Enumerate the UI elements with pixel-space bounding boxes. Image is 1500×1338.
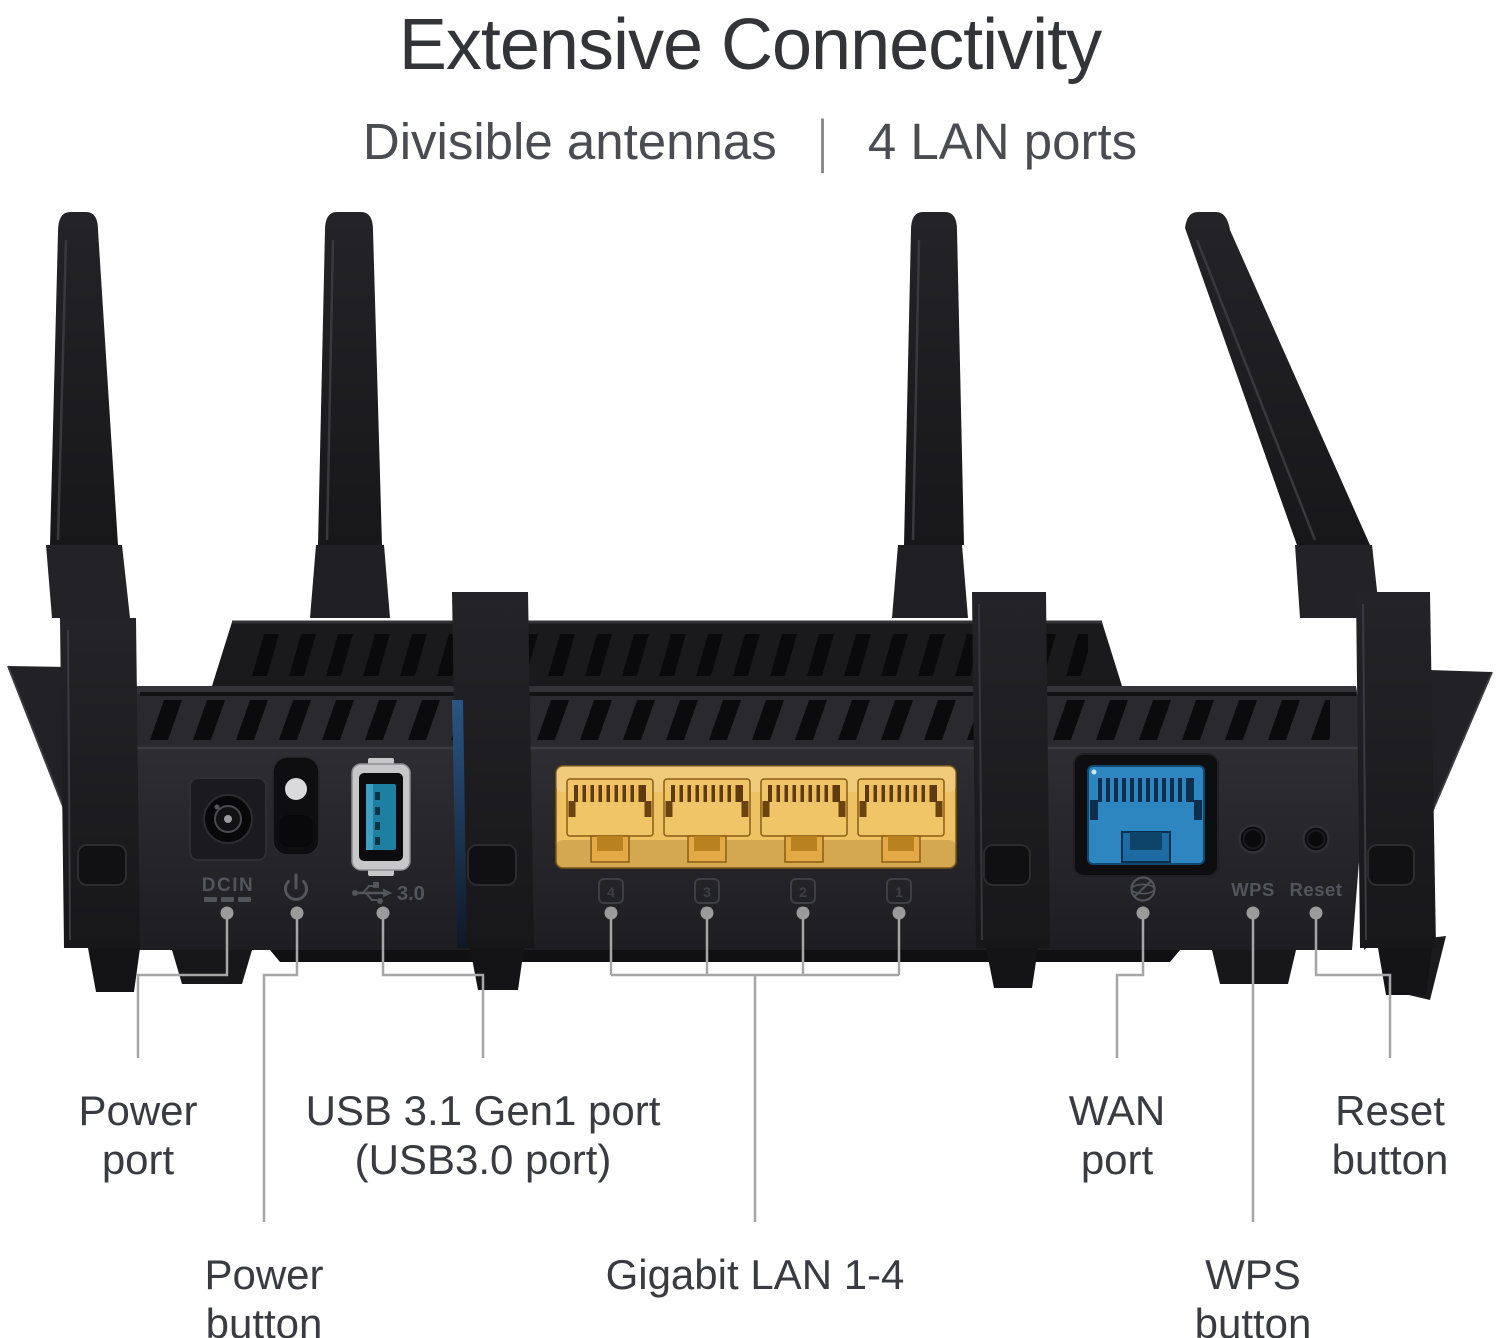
subtitle: Divisible antennas | 4 LAN ports <box>0 108 1500 175</box>
subtitle-right: 4 LAN ports <box>867 113 1138 170</box>
antenna-4 <box>1185 212 1380 618</box>
lan-port-1 <box>857 778 945 863</box>
usb-icon <box>352 882 392 904</box>
lan-port-3 <box>663 778 751 863</box>
vent-row-2 <box>150 700 1330 740</box>
lan-number-3: 3 <box>703 884 711 900</box>
lan-number-4: 4 <box>607 884 615 900</box>
globe-icon <box>1130 876 1156 902</box>
left-foot <box>172 950 252 984</box>
lan-port-4 <box>566 778 654 863</box>
label-reset-button: Reset button <box>1331 1087 1449 1183</box>
callout-usb <box>376 906 485 1058</box>
callout-wps <box>1246 906 1260 1222</box>
antenna-3 <box>892 212 968 618</box>
power-button <box>272 756 320 901</box>
reset-marking: Reset <box>1290 879 1343 900</box>
antenna-2-base <box>452 592 534 990</box>
label-usb-port: USB 3.1 Gen1 port (USB3.0 port) <box>305 1087 661 1183</box>
reset-button: Reset <box>1290 825 1343 900</box>
page-title: Extensive Connectivity <box>398 5 1102 85</box>
lan-ports: 4 3 2 1 <box>555 765 957 910</box>
callout-wan <box>1115 906 1150 1058</box>
dcin-dashes <box>204 897 251 902</box>
label-gigabit-lan: Gigabit LAN 1-4 <box>605 1251 905 1298</box>
wps-marking: WPS <box>1231 879 1275 900</box>
label-wan-port: WAN port <box>1068 1087 1166 1183</box>
usb30-marking: 3.0 <box>397 883 425 905</box>
lan-panel <box>555 765 957 869</box>
dc-power-port: DCIN <box>189 777 267 902</box>
lan-number-2: 2 <box>799 884 807 900</box>
wps-button: WPS <box>1231 824 1275 900</box>
callout-lines <box>136 906 1392 1222</box>
callout-reset <box>1309 906 1392 1058</box>
antenna-3-base <box>972 592 1050 988</box>
lan-number-badges <box>598 878 912 904</box>
label-power-port: Power port <box>78 1087 198 1183</box>
antenna-4-base <box>1356 592 1436 995</box>
lan-number-1: 1 <box>895 884 903 900</box>
label-wps-button: WPS button <box>1194 1251 1312 1338</box>
antenna-2 <box>310 212 390 618</box>
power-icon <box>284 873 308 901</box>
dcin-marking: DCIN <box>202 875 254 896</box>
lan-port-2 <box>760 778 848 863</box>
usb-port: 3.0 <box>351 758 425 905</box>
callout-lan <box>604 906 906 1222</box>
callout-power-port <box>136 906 234 1058</box>
wan-port <box>1073 753 1219 902</box>
label-power-button: Power button <box>204 1251 324 1338</box>
usb-tongue <box>366 784 396 850</box>
callout-power-button <box>262 906 304 1222</box>
antenna-1-base <box>60 618 140 992</box>
subtitle-left: Divisible antennas <box>362 113 777 170</box>
antenna-1 <box>46 212 130 618</box>
bottom-edge <box>270 950 1180 962</box>
vent-row-1 <box>252 634 1088 676</box>
subtitle-separator: | <box>817 109 827 174</box>
